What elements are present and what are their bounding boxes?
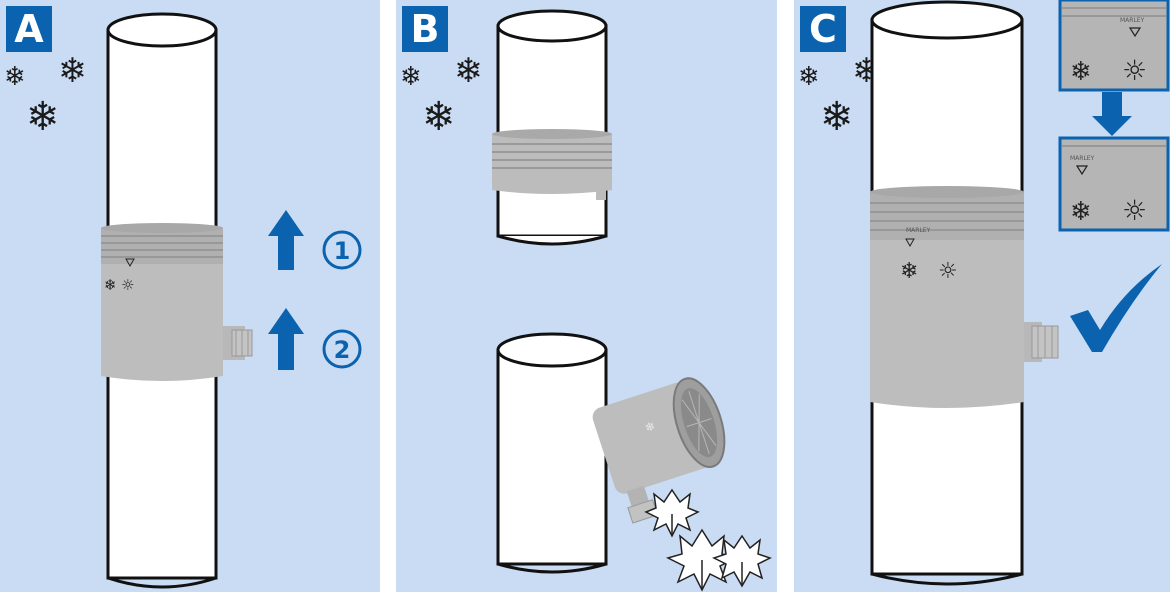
triangle-marker-icon	[125, 258, 135, 268]
checkmark-icon	[1070, 264, 1162, 352]
snowflake-icon: ❄	[58, 51, 87, 91]
snowflake-icon: ❄	[104, 276, 117, 294]
collector-body-removed: ❄	[592, 377, 726, 524]
snowflake-icon: ❄	[4, 62, 26, 92]
panel-c-illustration: ❄ ❄ ❄ MARLEY ❄ ☼	[798, 0, 1170, 586]
step-1-badge: 1	[322, 230, 362, 270]
panel-a-label: A	[6, 6, 52, 52]
snowflake-icon: ❄	[820, 94, 854, 140]
panel-b: ❄ ❄ ❄	[396, 0, 777, 592]
brand-stamp: MARLEY	[1070, 155, 1095, 162]
step-1-number: 1	[334, 237, 351, 265]
rain-collector	[101, 223, 253, 381]
snowflake-icon: ❄	[422, 94, 456, 140]
panel-a-illustration: ❄ ☼ ❄ ❄ ❄ 1 2	[4, 12, 362, 589]
snowflake-icon: ❄	[454, 51, 483, 91]
inset-before: MARLEY ❄ ☼	[1058, 0, 1170, 92]
rain-collector: MARLEY ❄ ☼	[870, 186, 1059, 408]
maple-leaf-icon	[665, 528, 739, 592]
lower-pipe-section	[496, 332, 608, 574]
brand-stamp: MARLEY	[906, 227, 931, 234]
up-arrow-icon	[268, 210, 304, 270]
panel-a: ❄ ☼ ❄ ❄ ❄ 1 2 A	[0, 0, 380, 592]
brand-stamp: MARLEY	[1120, 17, 1145, 24]
triangle-marker-icon	[1128, 27, 1142, 38]
panel-c-label: C	[800, 6, 846, 52]
maple-leaf-icon	[644, 488, 700, 538]
maple-leaf-icon	[712, 534, 772, 588]
snowflake-icon: ❄	[900, 259, 918, 284]
step-2-number: 2	[334, 336, 351, 364]
upper-pipe-section	[496, 9, 608, 246]
inset-after: MARLEY ❄ ☼	[1058, 136, 1170, 232]
snowflake-icon: ❄	[798, 62, 820, 92]
sun-icon: ☼	[938, 259, 958, 284]
triangle-marker-icon	[1075, 165, 1089, 176]
snowflake-icon: ❄	[26, 94, 60, 140]
step-2-badge: 2	[322, 329, 362, 369]
panel-b-label: B	[402, 6, 448, 52]
triangle-marker-icon	[905, 238, 915, 248]
collector-collar	[492, 129, 612, 200]
sun-icon: ☼	[1122, 54, 1147, 87]
snowflake-icon: ❄	[643, 419, 657, 435]
snowflake-icon: ❄	[1070, 57, 1092, 87]
panel-b-illustration: ❄ ❄ ❄	[400, 9, 772, 592]
up-arrow-icon	[268, 308, 304, 370]
sun-icon: ☼	[1122, 194, 1147, 227]
panel-c: ❄ ❄ ❄ MARLEY ❄ ☼	[794, 0, 1170, 592]
down-arrow-icon	[1092, 92, 1132, 136]
sun-icon: ☼	[121, 276, 134, 294]
snowflake-icon: ❄	[400, 62, 422, 92]
snowflake-icon: ❄	[1070, 197, 1092, 227]
